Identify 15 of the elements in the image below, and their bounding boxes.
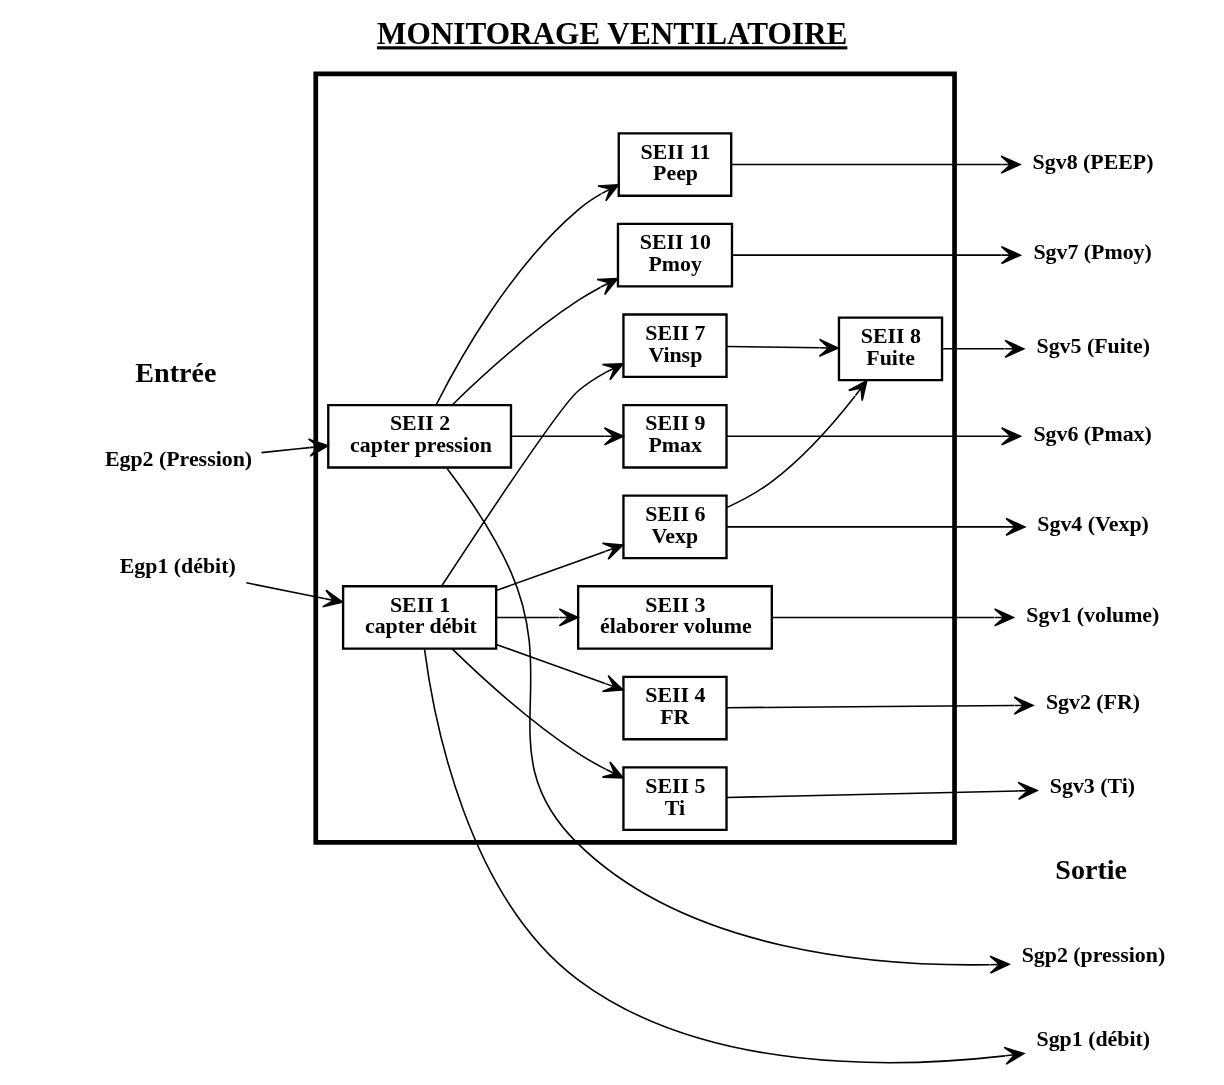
node-text: Egp1 (débit) (119, 554, 236, 579)
label: Sortie (1055, 853, 1128, 885)
node-text: Sgv1 (volume) (1026, 602, 1160, 627)
node-text: Sgv4 (Vexp) (1037, 512, 1149, 537)
node-text: Sgv3 (Ti) (1049, 774, 1136, 799)
node-text: Sgv8 (PEEP) (1032, 149, 1154, 174)
node-text: Sgv6 (Pmax) (1033, 421, 1152, 446)
node-text: Sgv5 (Fuite) (1036, 334, 1151, 359)
node-text: Sgp2 (pression) (1021, 943, 1166, 968)
diagram-title: MONITORAGE VENTILATOIRE (376, 16, 848, 52)
node-text: Sgv7 (Pmoy) (1033, 240, 1152, 265)
node-text: Egp2 (Pression) (104, 446, 253, 471)
label: Entrée (135, 357, 217, 389)
node-text: Sgv2 (FR) (1045, 690, 1141, 715)
node-text: Sgp1 (débit) (1036, 1027, 1151, 1052)
